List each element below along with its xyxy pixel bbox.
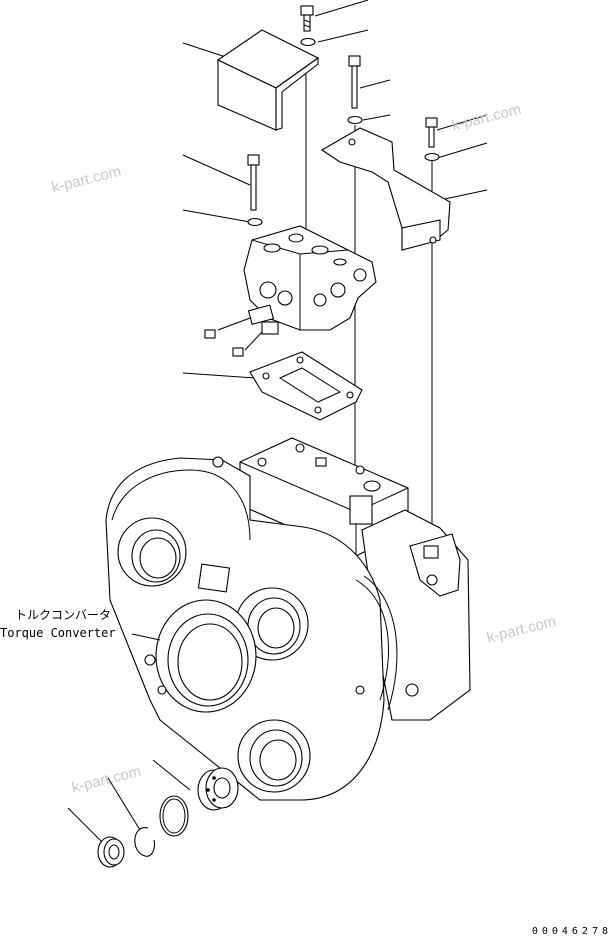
snap-ring [159,795,189,837]
leader-lines [67,0,488,846]
bolt-left [247,154,260,211]
leader-line-bracket [439,189,488,201]
bolt-top [300,5,314,32]
control-valve [204,225,377,357]
leader-line-torque-converter [131,633,161,641]
bearing [197,767,239,811]
leader-line-bolt-3 [436,114,488,131]
torque-converter-label-en: Torque Converter [0,626,116,640]
washer-top [300,37,316,47]
bearing-housing-lower [237,719,311,793]
circlip [134,827,156,857]
washer-2 [347,115,363,125]
torque-converter-label-jp: トルクコンバータ [15,608,112,622]
gasket [249,351,363,421]
drawing-number: 00046278 [531,926,612,937]
leader-line-washer-left [182,209,251,223]
torque-converter-bore [155,599,257,713]
leader-line-gasket [182,372,256,379]
oil-seal [97,836,125,868]
leader-line-washer-top [317,29,369,43]
leader-line-circlip [107,777,141,831]
leader-line-snap-ring [152,759,191,791]
transmission-case [105,437,471,801]
leader-line-washer-3 [436,142,488,159]
cover-plate [216,29,320,131]
leader-line-bolt-left [182,154,251,186]
leader-line-bolt-top [314,0,369,17]
leader-line-seal [67,807,106,846]
washer-3 [424,152,440,162]
leader-line-washer-2 [362,114,391,121]
bearing-housing-upper-left [117,517,187,587]
bolt-3 [425,117,438,148]
leader-line-bolt-2 [359,79,391,89]
bolt-2 [348,55,361,109]
washer-left [247,217,263,227]
bracket [320,127,451,251]
